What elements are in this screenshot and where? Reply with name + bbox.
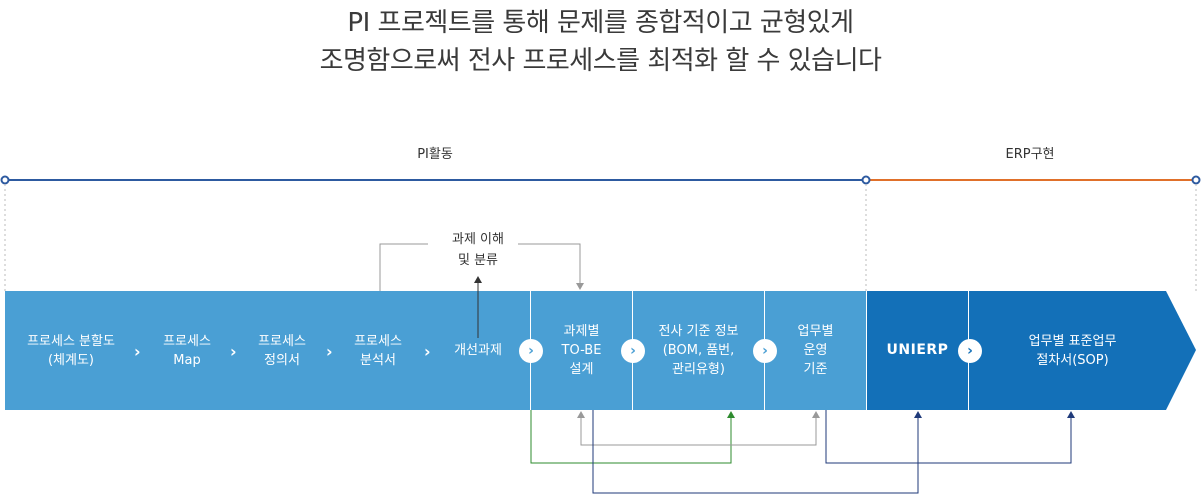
green-connector <box>530 410 732 464</box>
band-sop-arrow <box>969 291 1196 410</box>
arrow-up-icon <box>812 411 820 418</box>
band-pi-steps <box>5 291 530 410</box>
step-process-hierarchy: 프로세스 분할도 (체계도) <box>27 333 115 368</box>
headline-line-1: PI 프로젝트를 통해 문제를 종합적이고 균형있게 <box>347 8 854 38</box>
chevron-right-icon: › <box>326 342 333 361</box>
stage-operation-criteria: 업무별 운영 기준 <box>797 324 834 377</box>
band-stage-master <box>633 291 764 410</box>
timeline-node-end <box>1191 175 1201 185</box>
step-process-analysis: 프로세스 분석서 <box>354 333 402 368</box>
chevron-right-icon: › <box>424 342 431 361</box>
band-stage-tobe <box>531 291 632 410</box>
unierp-logo: UNIERP <box>886 342 949 358</box>
navy-connector-long <box>592 410 919 494</box>
feedback-line-right <box>518 243 581 284</box>
stage-sop: 업무별 표준업무 절차서(SOP) <box>1028 333 1117 368</box>
phase-label-pi: PI활동 <box>417 147 453 162</box>
feedback-note: 과제 이해 및 분류 <box>452 232 504 268</box>
band-erp-logo <box>867 291 968 410</box>
step-process-definition: 프로세스 정의서 <box>258 333 306 368</box>
band-stage-ops <box>765 291 866 410</box>
headline-line-2: 조명함으로써 전사 프로세스를 최적화 할 수 있습니다 <box>319 46 882 76</box>
arrow-down-icon <box>576 283 584 290</box>
arrow-up-icon <box>727 411 735 418</box>
circle-chevron-right-icon: › <box>958 339 982 363</box>
arrow-up-icon <box>474 276 482 283</box>
chevron-right-icon: › <box>134 342 141 361</box>
timeline-node-start <box>0 175 10 185</box>
timeline-node-mid <box>861 175 871 185</box>
step-process-map: 프로세스 Map <box>163 333 211 368</box>
step-improvement-tasks: 개선과제 <box>454 343 502 358</box>
phase-label-erp: ERP구현 <box>1005 147 1055 162</box>
circle-chevron-right-icon: › <box>519 339 543 363</box>
arrow-up-icon <box>577 411 585 418</box>
feedback-line-left <box>379 243 428 291</box>
stage-master-data: 전사 기준 정보 (BOM, 품번, 관리유형) <box>658 324 739 377</box>
arrow-up-icon <box>914 411 922 418</box>
stage-tobe-design: 과제별 TO-BE 설계 <box>561 324 602 377</box>
arrow-up-icon <box>1067 411 1075 418</box>
gray-connector <box>580 417 817 446</box>
navy-connector-sop <box>825 410 1072 464</box>
chevron-right-icon: › <box>230 342 237 361</box>
circle-chevron-right-icon: › <box>621 339 645 363</box>
circle-chevron-right-icon: › <box>753 339 777 363</box>
